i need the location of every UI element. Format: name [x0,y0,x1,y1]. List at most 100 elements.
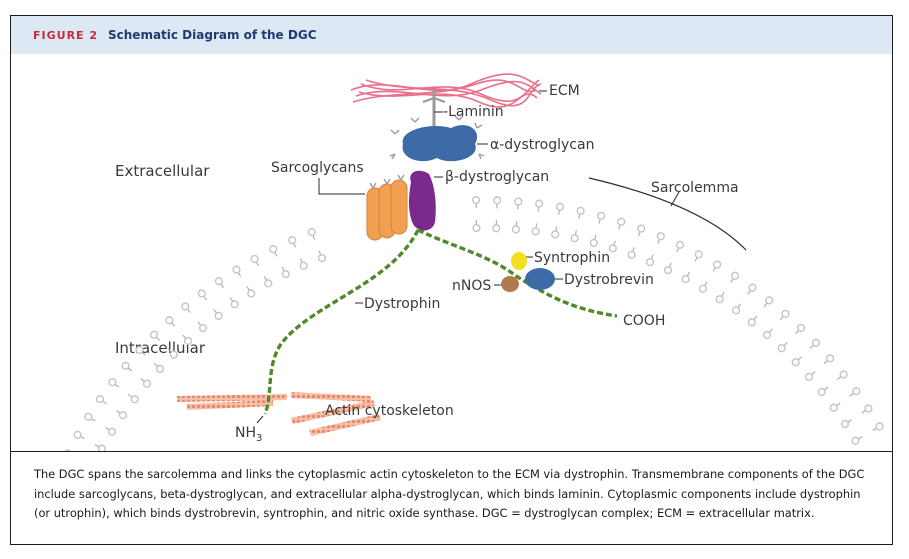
lipid-head [232,265,241,274]
lipid-head [84,412,93,421]
sarcolemma-outline [588,177,747,251]
sarcolemma-label: Sarcolemma [651,180,739,196]
lipid-head [829,403,838,412]
lipid-head [73,430,82,439]
figure-title: Schematic Diagram of the DGC [108,28,317,42]
lipid-head [169,350,178,359]
lipid-head [184,336,193,346]
lipid-head [576,206,585,215]
lipid-head [840,419,850,429]
beta-dystroglycan [409,170,443,231]
lipid-head [589,238,598,247]
lipid-head [681,274,690,284]
dystrobrevin-label: Dystrobrevin [564,272,654,288]
lipid-head [281,270,290,279]
nh3-leader [256,415,264,424]
lipid-head [531,227,540,236]
lipid-head [817,387,826,397]
lipid-head [121,361,130,370]
lipid-head [645,257,655,267]
beta-dystroglycan-label: β-dystroglycan [445,169,549,185]
lipid-head [747,318,756,327]
dystrobrevin [525,268,555,290]
lipid-head [214,311,223,320]
lipid-head [796,323,806,333]
lipid-head [288,236,297,245]
lipid-head [762,330,772,340]
figure-caption: The DGC spans the sarcolemma and links t… [34,467,865,520]
lipid-head [656,232,665,241]
lipid-head [627,250,636,259]
lipid-head [535,199,544,208]
lipid-head [781,309,790,318]
lipid-head [247,289,256,298]
lipid-head [777,344,786,353]
lipid-head [250,254,259,264]
lipid-head [715,295,724,304]
lipid-head [269,245,278,254]
dystrophin [263,228,618,415]
lipid-head [130,395,139,404]
lipid-head [511,225,521,234]
lipid-head [135,345,144,355]
dgc-diagram: Extracellular Intracellular Sarcolemma E… [64,73,884,451]
sarcolemma-leader [670,191,680,207]
alpha-dystroglycan [389,115,488,162]
lipid-head [181,302,190,311]
lipid-head [317,253,327,263]
ecm-label: ECM [549,83,580,99]
lipid-head [791,358,800,367]
sarcoglycans-label: Sarcoglycans [271,160,364,176]
lipid-head [155,364,165,373]
lipid-head [493,196,502,205]
sarcoglycans [318,174,408,241]
lipid-head [264,279,273,288]
nnos [501,276,519,292]
nnos-label: nNOS [452,278,491,294]
lipid-head [617,217,626,226]
lipid-head [64,449,71,451]
actin-label: Actin cytoskeleton [325,403,454,419]
lipid-head [299,261,308,270]
lipid-head [307,227,316,237]
lipid-head [472,195,481,205]
lipid-head [875,422,884,431]
lipid-head [765,296,774,305]
lipid-head [596,211,606,220]
sarcolemma-membrane [64,195,884,451]
lipid-head [551,230,560,239]
lipid-head [214,277,223,286]
lipid-head [730,271,740,280]
lipid-head [839,370,848,379]
lipid-head [637,224,646,233]
dystrophin-label: Dystrophin [364,296,440,312]
alpha-dystroglycan-label: α-dystroglycan [490,137,594,153]
laminin-label: -Laminin [443,104,504,120]
lipid-head [97,444,106,451]
lipid-head [118,411,128,420]
lipid-head [149,330,159,339]
lipid-head [107,427,117,436]
lipid-head [165,316,174,325]
lipid-head [492,224,501,233]
lipid-head [826,354,835,363]
ecm-fibers [350,73,542,108]
intracellular-label: Intracellular [115,339,206,357]
extracellular-label: Extracellular [115,162,210,180]
lipid-head [804,372,814,381]
lipid-head [197,289,206,298]
lipid-head [142,379,152,388]
lipid-head [851,436,860,445]
lipid-head [811,338,820,347]
figure-label: FIGURE 2 [33,29,99,42]
lipid-head [570,234,579,243]
syntrophin [511,252,527,270]
lipid-head [694,250,703,259]
lipid-head [95,395,105,404]
caption-divider [11,451,892,452]
figure-header: FIGURE 2 Schematic Diagram of the DGC [11,16,892,54]
lipid-head [731,306,741,315]
laminin [422,90,446,132]
lipid-head [698,284,708,293]
lipid-head [864,404,873,413]
